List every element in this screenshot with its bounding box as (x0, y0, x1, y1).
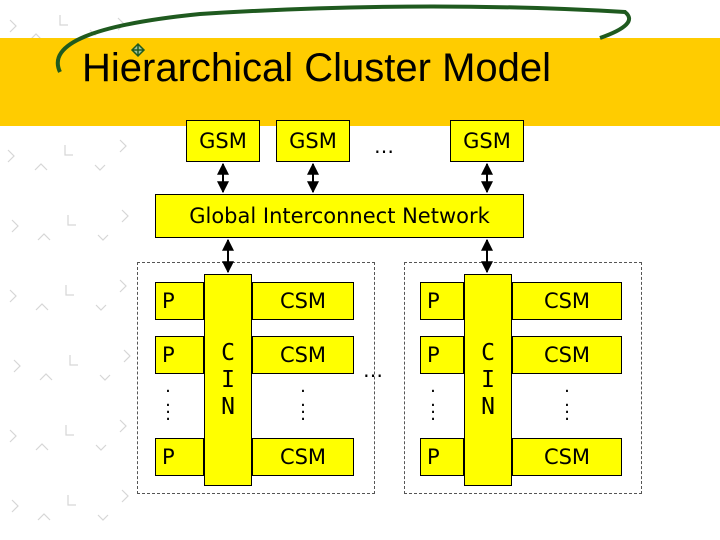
cluster-1-cin-letter-c: C (221, 339, 235, 366)
gsm-box-1: GSM (186, 120, 260, 162)
global-interconnect-network: Global Interconnect Network (155, 194, 524, 238)
cluster-2-csm-3: CSM (512, 438, 622, 476)
gsm-ellipsis: … (374, 134, 394, 158)
cluster-1-p-2: P (155, 336, 204, 374)
cluster-1-p-1: P (155, 282, 204, 320)
title-band (0, 38, 720, 126)
cluster-2-csm-dots: ..: (563, 376, 571, 425)
page-title: Hierarchical Cluster Model (82, 46, 552, 90)
cluster-2 (404, 262, 642, 494)
cluster-2-csm-1: CSM (512, 282, 622, 320)
cluster-1-cin: C I N (204, 274, 252, 486)
cluster-1-csm-1: CSM (252, 282, 354, 320)
cluster-2-csm-2: CSM (512, 336, 622, 374)
cluster-2-p-1: P (420, 282, 464, 320)
title-swoosh (55, 4, 632, 73)
cluster-1-csm-3: CSM (252, 438, 354, 476)
cluster-1-cin-letter-i: I (221, 366, 235, 393)
cluster-1-p-dots: ..: (164, 376, 172, 425)
gsm-box-2: GSM (276, 120, 350, 162)
cluster-2-cin-letter-n: N (481, 393, 495, 420)
cluster-1-csm-2: CSM (252, 336, 354, 374)
cluster-2-p-3: P (420, 438, 464, 476)
between-clusters-ellipsis: … (363, 358, 383, 382)
gsm-box-3: GSM (450, 120, 524, 162)
cluster-2-p-2: P (420, 336, 464, 374)
cluster-2-cin-letter-c: C (481, 339, 495, 366)
cluster-1-p-3: P (155, 438, 204, 476)
cluster-1 (137, 262, 375, 494)
cluster-1-cin-letter-n: N (221, 393, 235, 420)
cluster-2-cin: C I N (464, 274, 512, 486)
cluster-2-p-dots: ..: (429, 376, 437, 425)
cluster-2-cin-letter-i: I (481, 366, 495, 393)
cluster-1-csm-dots: ..: (299, 376, 307, 425)
